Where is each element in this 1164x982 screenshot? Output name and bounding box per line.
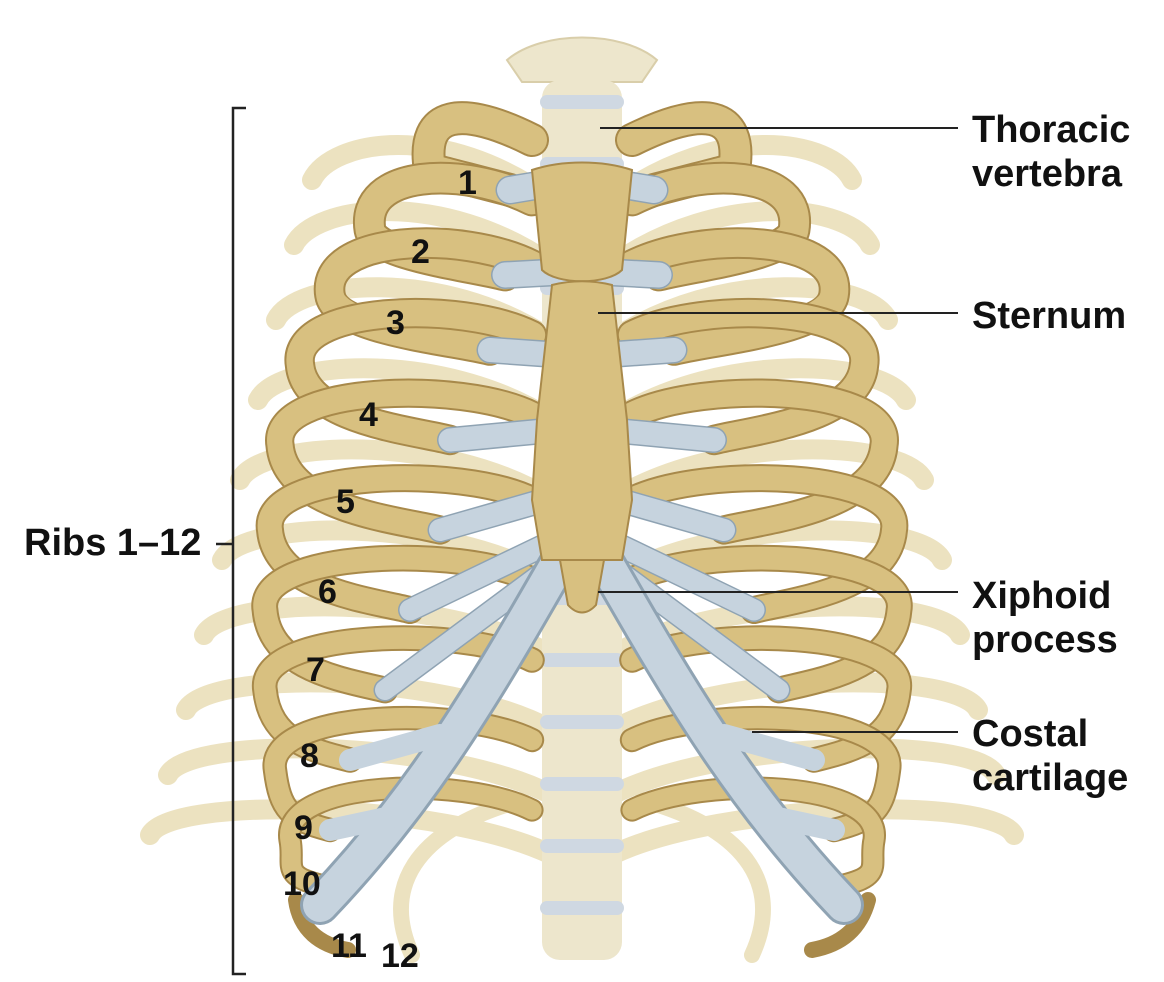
label-thoracic-vertebra-line2: vertebra bbox=[972, 153, 1122, 195]
rib-number-3: 3 bbox=[386, 304, 405, 342]
rib-number-1: 1 bbox=[458, 164, 477, 202]
rib-left bbox=[315, 229, 546, 364]
rib-right bbox=[617, 163, 809, 290]
leader-lines bbox=[216, 106, 958, 976]
costal-margin bbox=[587, 543, 861, 922]
costal-cartilage-right bbox=[608, 534, 765, 621]
rib-right bbox=[622, 778, 884, 895]
manubrium bbox=[530, 161, 634, 283]
rib-right bbox=[619, 380, 897, 543]
rib-number-11: 11 bbox=[331, 927, 367, 965]
intervertebral-disc bbox=[540, 777, 624, 791]
rib-number-7: 7 bbox=[306, 651, 325, 689]
label-thoracic-vertebra-line1: Thoracic bbox=[972, 109, 1131, 151]
rib-right bbox=[618, 299, 878, 454]
intervertebral-disc bbox=[540, 839, 624, 853]
costal-cartilage-right bbox=[608, 489, 735, 541]
rib-12-left bbox=[393, 792, 530, 963]
intervertebral-disc bbox=[540, 653, 624, 667]
costal-cartilage-left bbox=[399, 534, 556, 621]
costal-cartilage-left bbox=[429, 489, 556, 541]
label-xiphoid-line1: Xiphoid bbox=[972, 575, 1112, 617]
rib-number-4: 4 bbox=[359, 396, 378, 434]
label-sternum: Sternum bbox=[972, 295, 1127, 337]
intervertebral-disc bbox=[540, 95, 624, 109]
rib-right bbox=[618, 229, 849, 364]
rib-left bbox=[257, 466, 544, 622]
rib-number-6: 6 bbox=[318, 573, 337, 611]
label-xiphoid-process: Xiphoid process bbox=[972, 574, 1118, 662]
rib-left bbox=[280, 778, 542, 895]
rib-11-tip-right bbox=[804, 892, 876, 958]
intervertebral-disc bbox=[540, 715, 624, 729]
costal-cartilage-branch bbox=[753, 804, 845, 841]
rib-number-12: 12 bbox=[381, 937, 419, 975]
label-costal-cartilage: Costal cartilage bbox=[972, 712, 1128, 800]
rib-number-9: 9 bbox=[294, 809, 313, 847]
rib-number-10: 10 bbox=[283, 865, 321, 903]
vertebra-top-process bbox=[505, 36, 659, 83]
rib-11-tip-left bbox=[288, 892, 356, 958]
rib-left bbox=[253, 546, 544, 702]
costal-cartilage-branch bbox=[319, 804, 411, 841]
rib-12-right bbox=[634, 792, 771, 963]
rib-left bbox=[355, 163, 547, 290]
intervertebral-disc bbox=[540, 901, 624, 915]
rib-left bbox=[267, 380, 545, 543]
costal-margin bbox=[303, 543, 577, 922]
sternum-bone bbox=[530, 161, 634, 614]
label-thoracic-vertebra: Thoracic vertebra bbox=[972, 108, 1130, 196]
sternal-body bbox=[530, 280, 634, 561]
label-costal-line2: cartilage bbox=[972, 757, 1129, 799]
costal-cartilage-group bbox=[300, 170, 864, 925]
ribs-bracket bbox=[231, 106, 246, 976]
costal-cartilage-branch bbox=[713, 724, 825, 771]
label-xiphoid-line2: process bbox=[972, 619, 1118, 661]
anterior-ribs bbox=[251, 101, 913, 897]
xiphoid-process bbox=[558, 559, 606, 614]
rib-left bbox=[286, 299, 546, 454]
rib-number-2: 2 bbox=[411, 233, 430, 271]
label-ribs: Ribs 1–12 bbox=[24, 522, 202, 564]
costal-cartilage-branch bbox=[339, 724, 451, 771]
rib-right bbox=[620, 546, 911, 702]
rib-number-5: 5 bbox=[336, 483, 355, 521]
label-costal-line1: Costal bbox=[972, 713, 1089, 755]
rib-number-8: 8 bbox=[300, 737, 319, 775]
rib-right bbox=[620, 466, 907, 622]
